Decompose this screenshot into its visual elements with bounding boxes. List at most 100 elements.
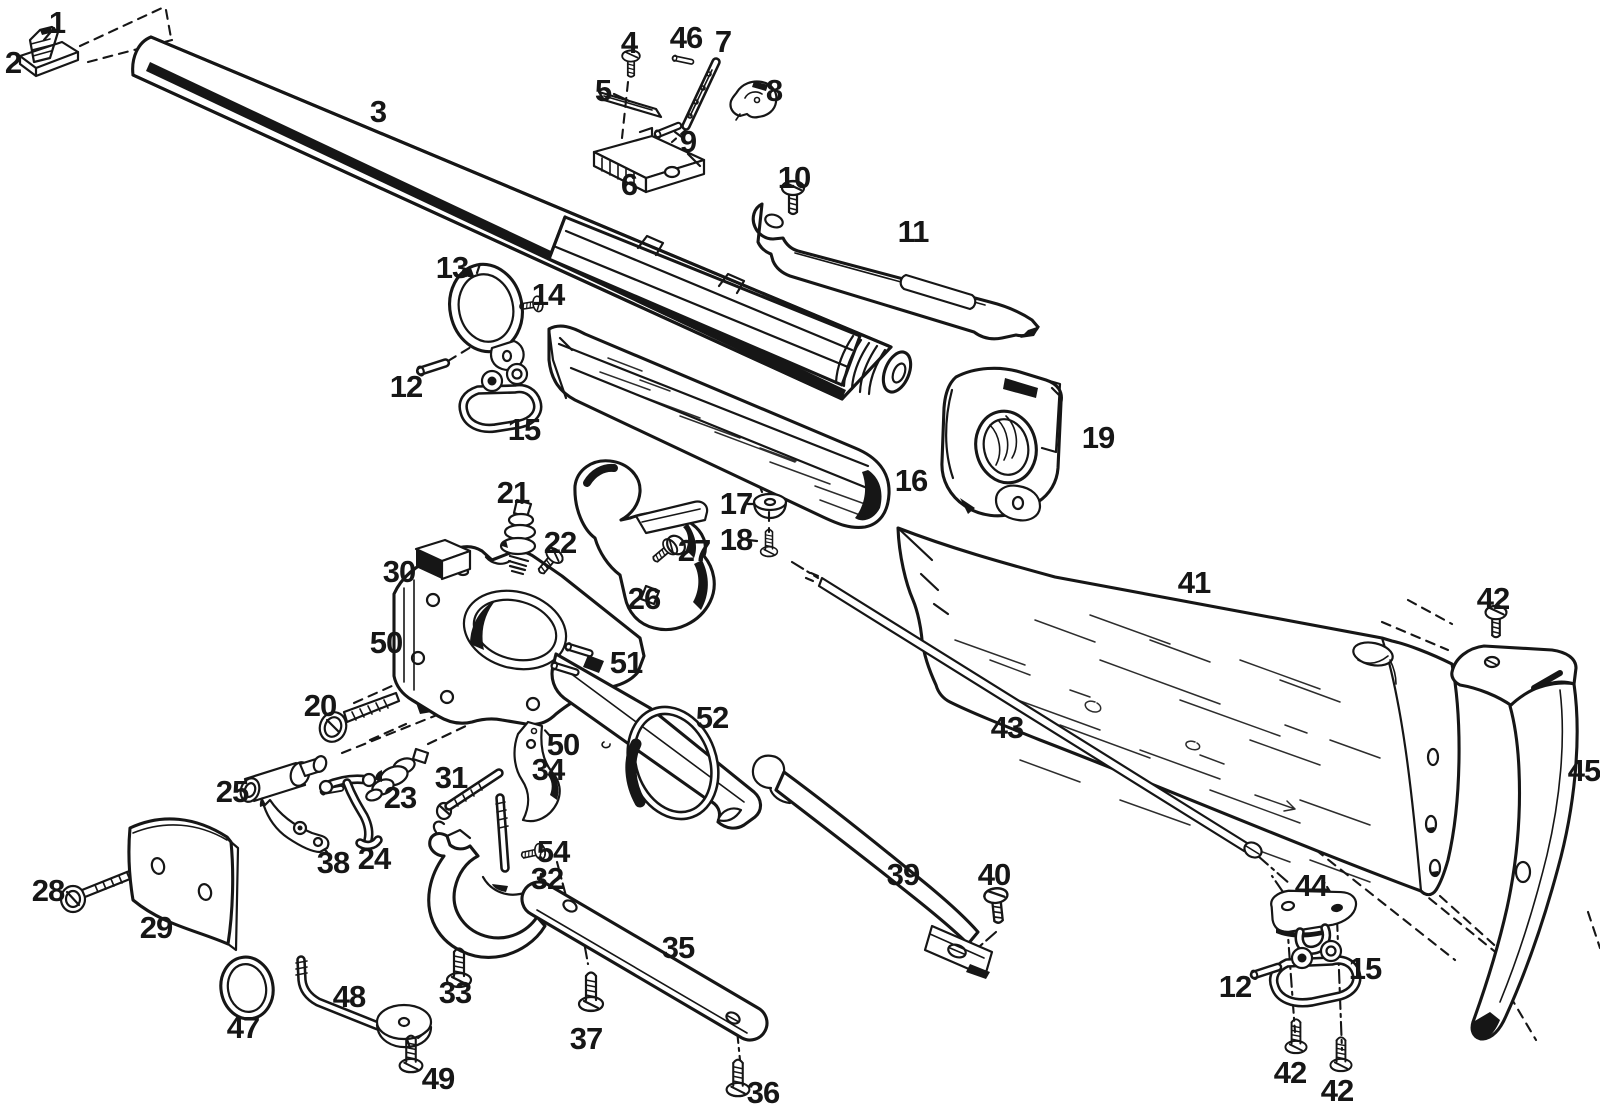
part-number-labels: 1234567891011121213141515161718192021222… — [5, 5, 1600, 1109]
part-15-sling-swivel — [458, 362, 543, 434]
part-label-48: 48 — [333, 979, 366, 1014]
part-label-30: 30 — [383, 554, 415, 589]
part-label-25: 25 — [216, 774, 249, 809]
part-45-buttplate — [1450, 644, 1579, 1041]
part-21-nipple — [499, 498, 537, 576]
part-label-31: 31 — [435, 760, 468, 795]
part-label-12: 12 — [390, 369, 422, 404]
part-label-54: 54 — [537, 834, 571, 869]
part-label-10: 10 — [778, 160, 810, 195]
part-15b-sling-swivel — [1268, 939, 1362, 1008]
part-42b-screw — [1284, 1018, 1308, 1055]
part-label-12-b: 12 — [1219, 969, 1251, 1004]
part-46-pin — [672, 55, 692, 65]
part-label-40: 40 — [978, 857, 1010, 892]
part-34-sear — [513, 720, 561, 823]
part-label-37: 37 — [570, 1021, 602, 1056]
part-7-sight-ladder — [681, 57, 721, 131]
part-20-tang-screw — [318, 691, 401, 743]
part-label-46: 46 — [670, 20, 703, 55]
part-label-16: 16 — [895, 463, 928, 498]
part-label-23: 23 — [384, 780, 417, 815]
part-31-screw — [435, 768, 504, 821]
part-16-forend — [547, 324, 891, 529]
part-label-51: 51 — [610, 645, 643, 680]
part-label-13: 13 — [436, 250, 469, 285]
part-label-17: 17 — [720, 486, 752, 521]
part-18-screw — [759, 528, 779, 558]
part-label-44: 44 — [1295, 868, 1329, 903]
part-1-2-front-sight — [18, 25, 80, 78]
part-label-45: 45 — [1568, 753, 1600, 788]
part-label-3: 3 — [370, 94, 387, 129]
part-23-tumbler — [365, 747, 430, 802]
part-label-24: 24 — [358, 841, 392, 876]
part-label-47: 47 — [227, 1010, 259, 1045]
part-9-pin — [654, 122, 680, 138]
part-label-15-b: 15 — [1349, 951, 1382, 986]
alignment-dashes — [42, 6, 1600, 1062]
part-24-stirrup — [318, 772, 383, 851]
part-label-42-b: 42 — [1274, 1055, 1306, 1090]
part-label-32: 32 — [531, 861, 563, 896]
part-label-34: 34 — [532, 752, 566, 787]
part-40-screw — [982, 885, 1012, 926]
part-8-sight-slide — [729, 80, 778, 121]
part-label-41: 41 — [1178, 565, 1211, 600]
part-19-breech-socket — [940, 366, 1063, 522]
part-label-15: 15 — [508, 412, 541, 447]
part-25-lever-latch — [239, 755, 342, 854]
part-label-19: 19 — [1082, 420, 1115, 455]
part-48-catch-rod — [295, 955, 433, 1049]
part-label-1: 1 — [49, 5, 66, 40]
part-label-43: 43 — [991, 710, 1024, 745]
part-35-trigger-plate — [520, 880, 769, 1042]
part-label-36: 36 — [747, 1075, 780, 1109]
part-label-14: 14 — [532, 277, 566, 312]
part-label-28: 28 — [32, 873, 65, 908]
part-label-29: 29 — [140, 910, 173, 945]
part-label-7: 7 — [715, 24, 731, 59]
part-label-42-c: 42 — [1321, 1073, 1353, 1108]
part-label-50-b: 50 — [547, 727, 579, 762]
part-39-mainspring — [751, 754, 994, 979]
part-label-4: 4 — [621, 25, 639, 60]
part-label-38: 38 — [317, 845, 350, 880]
artwork — [18, 6, 1600, 1098]
part-label-42: 42 — [1477, 581, 1509, 616]
part-52-lever-and-tang — [550, 652, 763, 830]
part-label-50: 50 — [370, 625, 402, 660]
part-label-20: 20 — [304, 688, 336, 723]
part-29-side-plate — [127, 817, 240, 952]
part-47-ring — [219, 955, 275, 1021]
part-label-6: 6 — [621, 167, 638, 202]
part-label-22: 22 — [544, 525, 576, 560]
part-label-52: 52 — [696, 700, 728, 735]
part-11-band-spring — [751, 202, 1040, 341]
part-label-35: 35 — [662, 930, 695, 965]
part-label-2: 2 — [5, 45, 21, 80]
part-5-sight-spring — [597, 90, 663, 119]
part-44-swivel-base — [1270, 889, 1358, 956]
part-label-9: 9 — [680, 124, 697, 159]
part-label-39: 39 — [887, 857, 920, 892]
part-6-sight-base — [592, 126, 706, 194]
part-label-33: 33 — [439, 975, 472, 1010]
part-17-escutcheon — [752, 492, 788, 520]
part-label-27: 27 — [678, 533, 710, 568]
part-3-barrel — [131, 35, 913, 401]
part-label-49: 49 — [422, 1061, 455, 1096]
part-label-26: 26 — [628, 581, 661, 616]
part-label-18: 18 — [720, 522, 753, 557]
part-27-screw — [647, 534, 686, 568]
part-label-21: 21 — [497, 475, 530, 510]
part-43-cleaning-rod — [804, 571, 1263, 859]
part-label-8: 8 — [766, 73, 783, 108]
part-26-hammer — [573, 459, 716, 631]
part-49-screw — [398, 1034, 424, 1074]
part-13-barrel-band — [448, 262, 525, 372]
part-label-11: 11 — [898, 214, 930, 249]
part-label-5: 5 — [595, 73, 612, 108]
